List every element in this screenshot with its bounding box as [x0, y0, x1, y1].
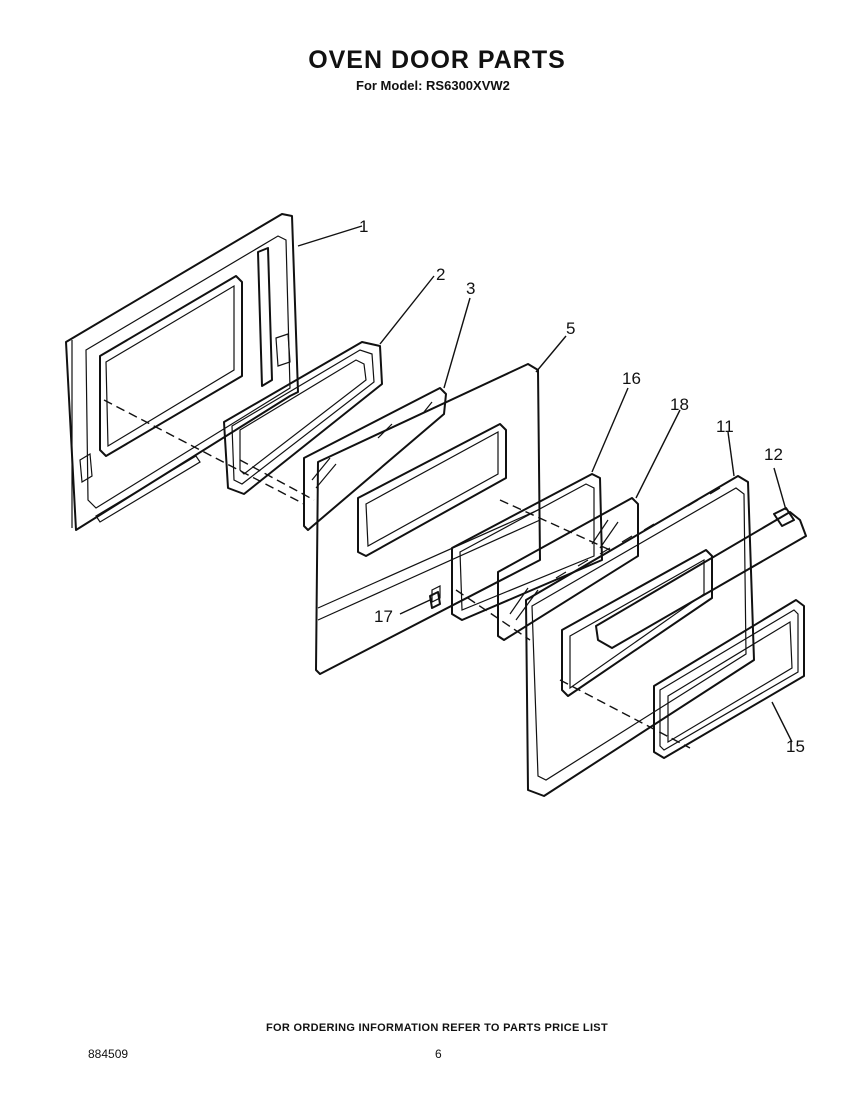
model-subtitle: For Model: RS6300XVW2 — [356, 78, 510, 93]
callout-labels: 1 2 3 5 16 18 11 12 17 15 — [359, 217, 805, 756]
part-15-window-trim — [653, 599, 805, 759]
part-5-inner-liner — [315, 363, 541, 675]
callout-3: 3 — [466, 279, 475, 298]
ordering-note: FOR ORDERING INFORMATION REFER TO PARTS … — [266, 1022, 608, 1034]
callout-11: 11 — [716, 417, 734, 436]
part-11-front-frame — [525, 475, 807, 797]
callout-5: 5 — [566, 319, 575, 338]
page-title: OVEN DOOR PARTS — [308, 46, 566, 74]
part-1-outer-door-panel — [65, 213, 299, 531]
leader-lines — [297, 225, 793, 743]
callout-16: 16 — [622, 369, 641, 388]
callout-2: 2 — [436, 265, 445, 284]
callout-15: 15 — [786, 737, 805, 756]
document-code: 884509 — [88, 1047, 129, 1061]
callout-17: 17 — [374, 607, 393, 626]
part-12-handle-end-cap — [773, 507, 795, 527]
part-17-clip — [429, 591, 441, 609]
callout-12: 12 — [764, 445, 783, 464]
part-2-gasket — [223, 341, 383, 495]
part-16-inner-frame — [451, 473, 603, 621]
page-number: 6 — [435, 1047, 442, 1061]
part-18-middle-glass — [497, 497, 639, 641]
callout-18: 18 — [670, 395, 689, 414]
alignment-lines — [103, 399, 691, 749]
callout-1: 1 — [359, 217, 368, 236]
